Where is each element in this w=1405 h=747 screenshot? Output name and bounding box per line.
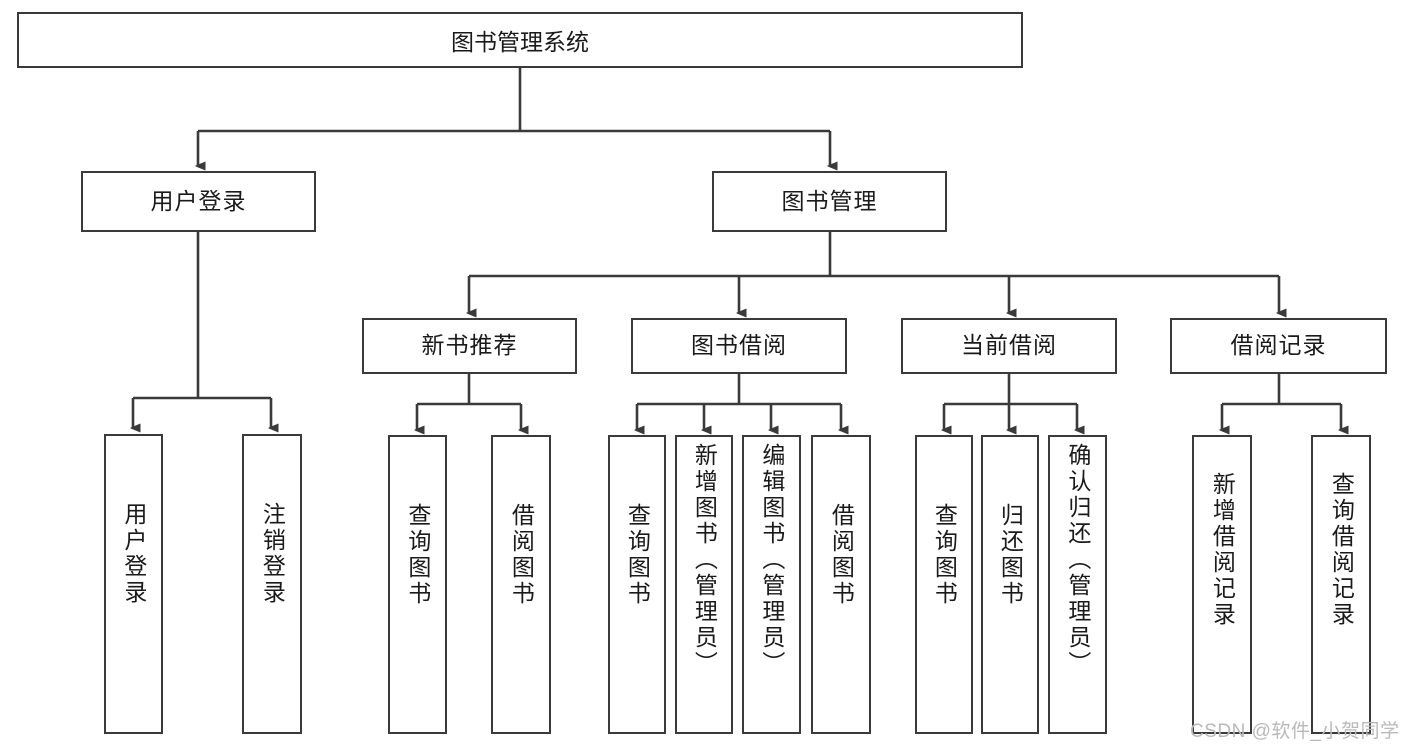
node-label: 归还图书 xyxy=(997,503,1024,607)
leaf-return-book[interactable]: 归还图书 xyxy=(981,435,1039,734)
node-label: 借阅图书 xyxy=(508,503,535,607)
node-label: 新增借阅记录 xyxy=(1209,472,1236,628)
leaf-borrow-book[interactable]: 借阅图书 xyxy=(811,435,871,734)
node-label: 借阅图书 xyxy=(828,503,855,607)
leaf-query-book-borrow[interactable]: 查询图书 xyxy=(608,435,666,734)
node-book-borrow[interactable]: 图书借阅 xyxy=(631,318,847,374)
leaf-add-book-admin[interactable]: 新增图书（管理员） xyxy=(675,435,733,734)
node-label: 用户登录 xyxy=(120,502,147,606)
leaf-confirm-return-admin[interactable]: 确认归还（管理员） xyxy=(1048,435,1107,734)
leaf-user-login[interactable]: 用户登录 xyxy=(104,434,163,734)
node-label: 确认归还（管理员） xyxy=(1064,443,1091,677)
node-label: 当前借阅 xyxy=(961,332,1057,359)
leaf-user-logout[interactable]: 注销登录 xyxy=(242,434,302,734)
node-current-borrow[interactable]: 当前借阅 xyxy=(901,318,1117,374)
node-label: 新增图书（管理员） xyxy=(691,443,718,677)
node-label: 查询借阅记录 xyxy=(1328,472,1355,628)
leaf-query-book-recommend[interactable]: 查询图书 xyxy=(388,435,447,734)
node-new-book-recommend[interactable]: 新书推荐 xyxy=(362,318,577,374)
node-borrow-record[interactable]: 借阅记录 xyxy=(1170,318,1387,374)
leaf-edit-book-admin[interactable]: 编辑图书（管理员） xyxy=(742,435,801,734)
node-label: 新书推荐 xyxy=(421,332,518,359)
leaf-add-borrow-record[interactable]: 新增借阅记录 xyxy=(1192,435,1252,734)
node-root-system[interactable]: 图书管理系统 xyxy=(17,12,1023,68)
node-label: 借阅记录 xyxy=(1230,332,1327,359)
node-label: 图书借阅 xyxy=(691,332,787,359)
node-label: 注销登录 xyxy=(259,502,286,606)
node-user-login[interactable]: 用户登录 xyxy=(81,171,316,232)
node-label: 用户登录 xyxy=(150,187,247,214)
node-label: 图书管理 xyxy=(781,187,878,214)
leaf-query-book-current[interactable]: 查询图书 xyxy=(915,435,973,734)
node-label: 查询图书 xyxy=(404,503,431,607)
node-label: 编辑图书（管理员） xyxy=(758,443,785,677)
node-label: 图书管理系统 xyxy=(451,29,589,55)
csdn-watermark: CSDN @软件_小贺同学 xyxy=(1190,721,1400,742)
leaf-borrow-book-recommend[interactable]: 借阅图书 xyxy=(491,435,551,734)
leaf-query-borrow-record[interactable]: 查询借阅记录 xyxy=(1311,435,1371,734)
node-label: 查询图书 xyxy=(931,503,958,607)
node-book-management[interactable]: 图书管理 xyxy=(712,171,947,232)
node-label: 查询图书 xyxy=(624,503,651,607)
